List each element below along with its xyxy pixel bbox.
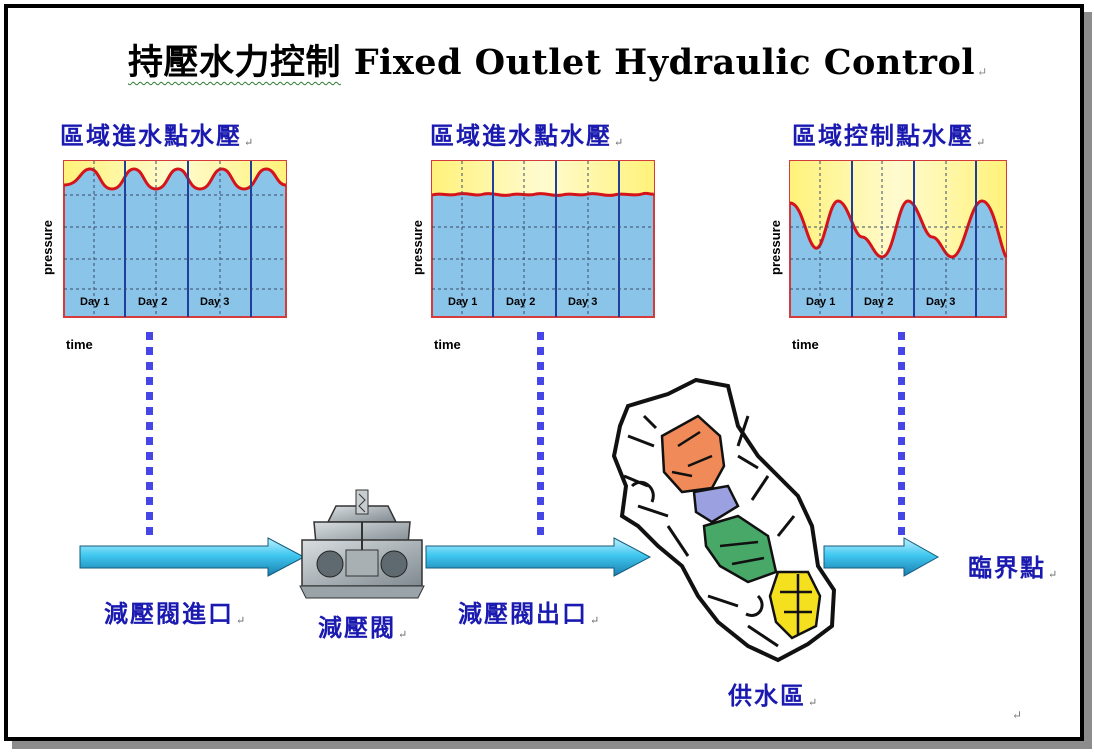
slide-frame (4, 4, 1084, 741)
pressure-chart-outlet: pressure Day 1 Day 2 Day 3 time (410, 155, 670, 355)
flow-arrow-3 (823, 537, 940, 577)
paragraph-mark: ↵ (977, 65, 988, 79)
y-axis-label: pressure (40, 220, 55, 275)
day-label: Day 2 (506, 296, 535, 308)
day-label: Day 1 (80, 296, 109, 308)
y-axis-label: pressure (768, 220, 783, 275)
label-critical-point: 臨界點↵ (968, 553, 1058, 582)
x-axis-label: time (792, 337, 819, 352)
label-valve-outlet: 減壓閥出口↵ (458, 599, 600, 628)
flow-arrow-1 (79, 537, 306, 577)
day-label: Day 2 (864, 296, 893, 308)
label-supply-zone: 供水區↵ (728, 681, 818, 710)
dotted-connector-3 (898, 332, 906, 542)
pressure-chart-inlet: pressure Day 1 Day 2 Day 3 time (40, 155, 300, 355)
dotted-connector-2 (537, 332, 545, 542)
label-valve: 減壓閥↵ (318, 613, 408, 642)
chart-heading-3: 區域控制點水壓↵ (792, 121, 986, 150)
chart-heading-1: 區域進水點水壓↵ (60, 121, 254, 150)
page-title: 持壓水力控制 Fixed Outlet Hydraulic Control↵ (128, 34, 1028, 84)
title-en: Fixed Outlet Hydraulic Control (353, 42, 976, 83)
pressure-chart-control-point: pressure Day 1 Day 2 Day 3 time (768, 155, 1028, 355)
day-label: Day 1 (806, 296, 835, 308)
day-label: Day 3 (568, 296, 597, 308)
day-label: Day 2 (138, 296, 167, 308)
paragraph-mark-bottom: ↵ (1011, 708, 1022, 722)
pressure-reducing-valve-image (299, 489, 425, 599)
flow-arrow-2 (425, 537, 652, 577)
supply-zone-map (611, 377, 837, 663)
day-label: Day 1 (448, 296, 477, 308)
title-zh: 持壓水力控制 (128, 42, 342, 83)
day-label: Day 3 (926, 296, 955, 308)
x-axis-label: time (66, 337, 93, 352)
x-axis-label: time (434, 337, 461, 352)
dotted-connector-1 (146, 332, 154, 542)
y-axis-label: pressure (410, 220, 425, 275)
chart-heading-2: 區域進水點水壓↵ (430, 121, 624, 150)
label-valve-inlet: 減壓閥進口↵ (104, 599, 246, 628)
day-label: Day 3 (200, 296, 229, 308)
